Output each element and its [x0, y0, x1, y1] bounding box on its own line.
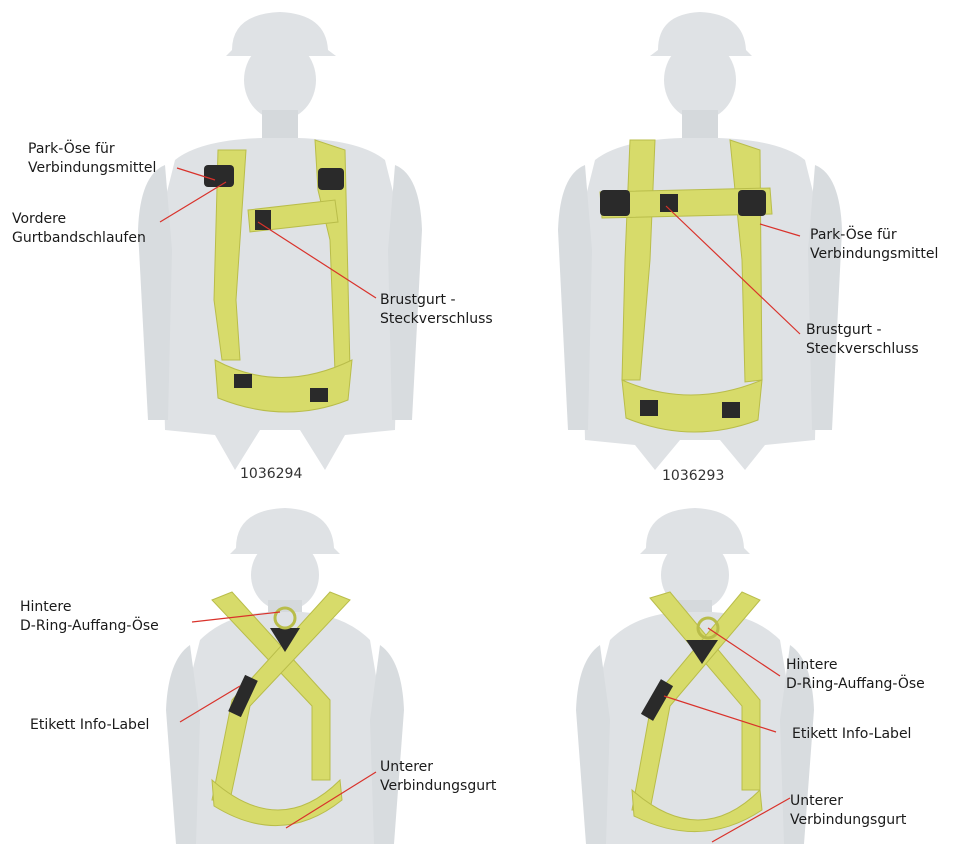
callout-vordere-gurtbandschlaufen: Vordere Gurtbandschlaufen: [12, 210, 146, 248]
callout-brustgurt-left: Brustgurt - Steckverschluss: [380, 291, 493, 329]
callout-park-oese-right: Park-Öse für Verbindungsmittel: [810, 226, 938, 264]
callout-d-ring-right: Hintere D-Ring-Auffang-Öse: [786, 656, 925, 694]
callout-etikett-left: Etikett Info-Label: [30, 716, 149, 735]
callout-park-oese-left: Park-Öse für Verbindungsmittel: [28, 140, 156, 178]
callout-etikett-right: Etikett Info-Label: [792, 725, 911, 744]
product-code-1036294: 1036294: [240, 466, 302, 482]
callout-brustgurt-right: Brustgurt - Steckverschluss: [806, 321, 919, 359]
product-code-1036293: 1036293: [662, 468, 724, 484]
callout-unterer-left: Unterer Verbindungsgurt: [380, 758, 496, 796]
callout-d-ring-left: Hintere D-Ring-Auffang-Öse: [20, 598, 159, 636]
callout-unterer-right: Unterer Verbindungsgurt: [790, 792, 906, 830]
